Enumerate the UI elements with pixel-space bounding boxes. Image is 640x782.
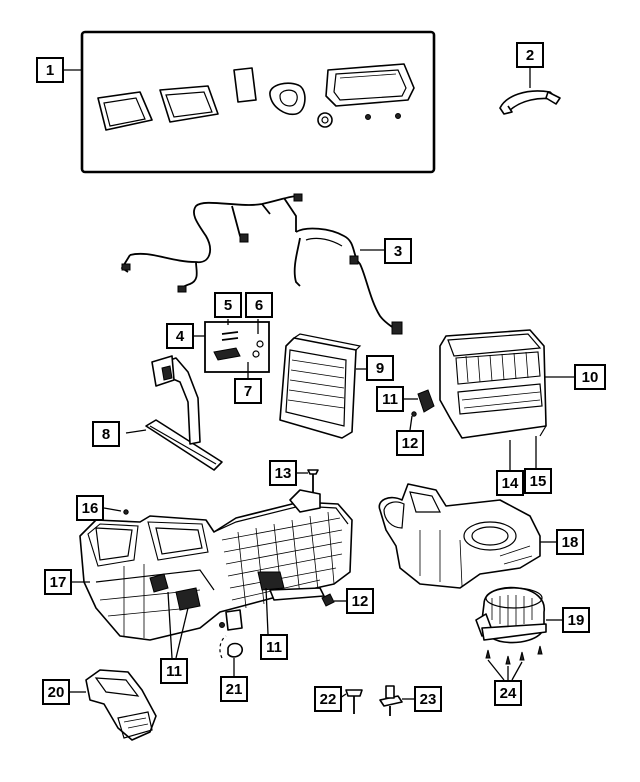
- floor-duct-20: [70, 669, 157, 741]
- callout-21: 21: [220, 676, 248, 702]
- evaporator-core: [279, 333, 366, 439]
- callout-10: 10: [574, 364, 606, 390]
- callout-2: 2: [516, 42, 544, 68]
- callout-7: 7: [234, 378, 262, 404]
- callout-11-upper: 11: [376, 386, 404, 412]
- drain-tube-21: [219, 635, 243, 676]
- callout-1: 1: [36, 57, 64, 83]
- actuator-kit: [194, 319, 270, 378]
- callout-6: 6: [245, 292, 273, 318]
- air-distribution-door: [125, 355, 223, 471]
- callout-8: 8: [92, 421, 120, 447]
- callout-16: 16: [76, 495, 104, 521]
- wiring-harness: [120, 193, 403, 335]
- callout-5: 5: [214, 292, 242, 318]
- screw-22: [339, 689, 363, 714]
- callout-15: 15: [524, 468, 552, 494]
- seal-kit-parts: [97, 63, 415, 131]
- housing-screw-13: [297, 469, 319, 492]
- rear-duct-bracket: [499, 68, 561, 115]
- callout-9: 9: [366, 355, 394, 381]
- seal-kit-frame: [62, 30, 436, 174]
- callout-17: 17: [44, 569, 72, 595]
- blower-motor: [475, 586, 562, 644]
- screws-24: [485, 645, 543, 681]
- callout-20: 20: [42, 679, 70, 705]
- clip-16: [103, 507, 129, 515]
- callout-4: 4: [166, 323, 194, 349]
- callout-18: 18: [556, 529, 584, 555]
- blend-door-actuator: [404, 389, 435, 431]
- callout-3: 3: [384, 238, 412, 264]
- callout-22: 22: [314, 686, 342, 712]
- callout-14: 14: [496, 470, 524, 496]
- callout-12-upper: 12: [396, 430, 424, 456]
- callout-19: 19: [562, 607, 590, 633]
- callout-24: 24: [494, 680, 522, 706]
- callout-11-lower-left: 11: [160, 658, 188, 684]
- housing-screw-12: [321, 593, 346, 607]
- blower-housing: [378, 483, 556, 589]
- upper-blend-housing: [439, 329, 574, 470]
- callout-11-lower-right: 11: [260, 634, 288, 660]
- callout-23: 23: [414, 686, 442, 712]
- callout-12-lower: 12: [346, 588, 374, 614]
- callout-13: 13: [269, 460, 297, 486]
- bolt-23: [379, 685, 416, 716]
- hvac-housing-assembly: [79, 489, 353, 641]
- actuator-leaders: [167, 587, 269, 659]
